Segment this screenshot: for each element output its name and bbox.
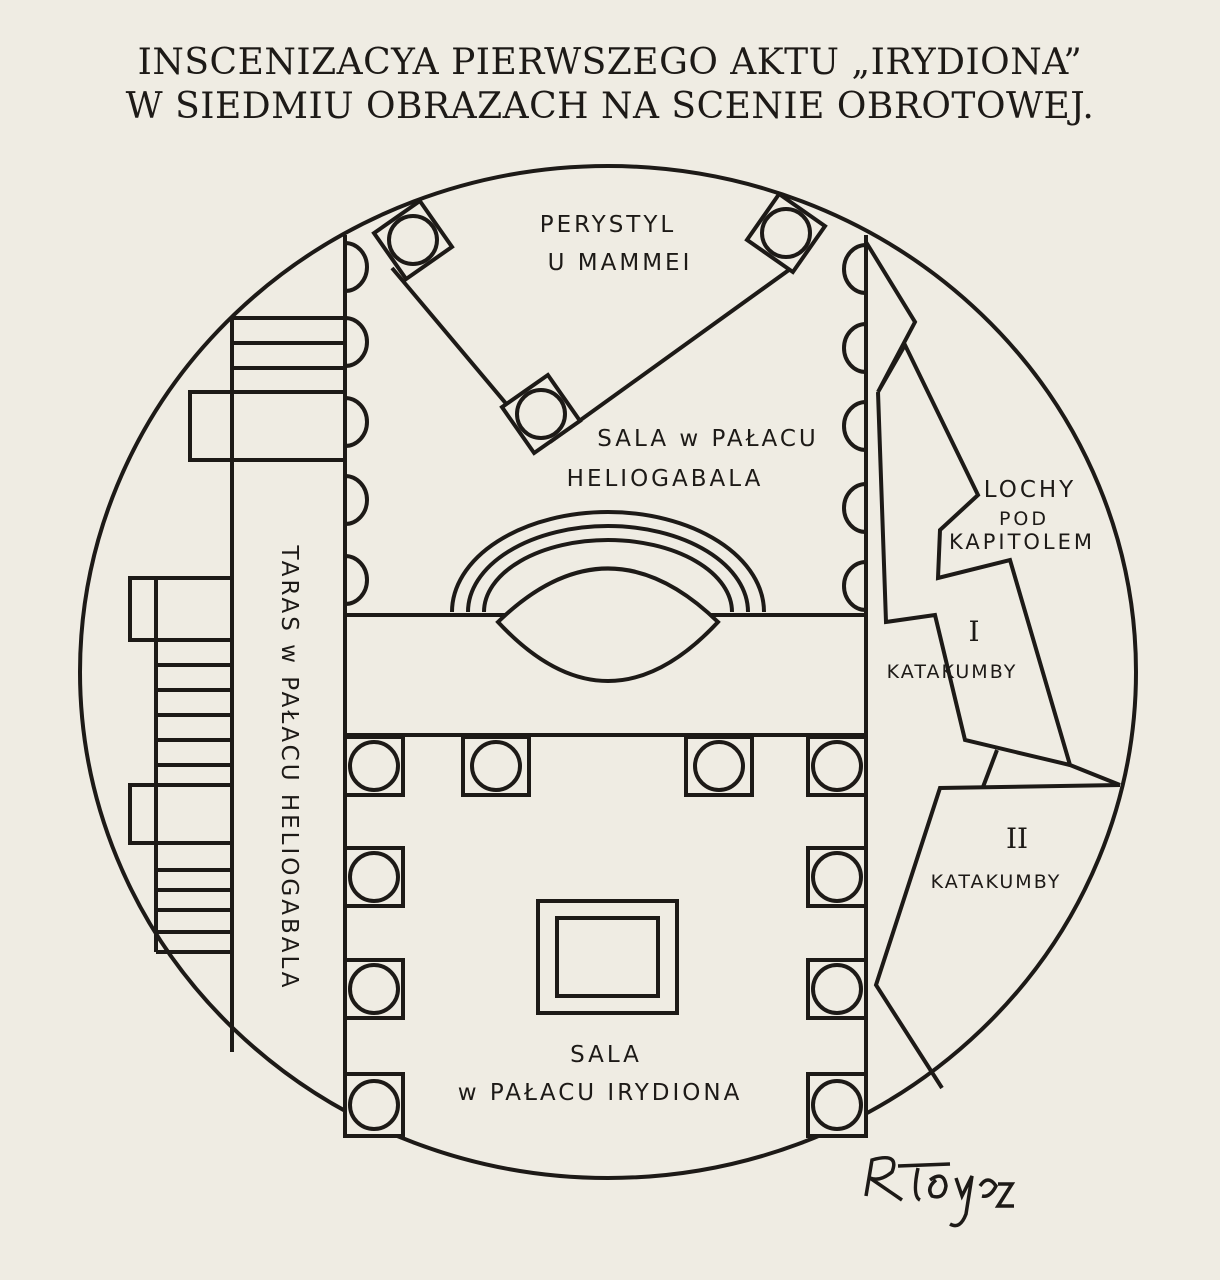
column-square (343, 958, 405, 1020)
lochy-outline (864, 240, 1121, 787)
label-katakumby-1: KATAKUMBY (887, 661, 1018, 683)
label-sala-irydiona-1: SALA (570, 1042, 642, 1068)
column-square (806, 958, 868, 1020)
label-sala-heliogabala-2: HELIOGABALA (567, 466, 764, 492)
revolving-stage-circle (78, 164, 1138, 1180)
terrace-stairs-upper (188, 316, 347, 1052)
arch-outer (450, 510, 766, 613)
label-taras: TARAS w PAŁACU HELIOGABALA (276, 544, 302, 990)
label-lochy-2: POD (999, 508, 1049, 530)
label-perystyl-2: U MAMMEI (548, 250, 693, 276)
katakumby-divider (981, 749, 999, 788)
title-line-1: INSCENIZACYA PIERWSZEGO AKTU „IRYDIONA” (137, 42, 1083, 83)
label-roman-1: I (968, 615, 979, 648)
katakumby-1-outline (876, 391, 1071, 767)
column-square (806, 735, 868, 797)
arch-inner (482, 538, 734, 613)
label-roman-2: II (1006, 822, 1028, 855)
perystyl-wall-right (548, 260, 802, 444)
column-square (806, 1072, 868, 1138)
perystyl-column (744, 191, 828, 275)
terrace-stairs-lower (128, 576, 234, 954)
signature (864, 1156, 1016, 1228)
label-sala-heliogabala-1: SALA w PAŁACU (597, 426, 819, 452)
half-column-right (842, 482, 867, 534)
column-square (461, 735, 531, 797)
half-column-left (344, 316, 369, 368)
title-line-2: W SIEDMIU OBRAZACH NA SCENIE OBROTOWEJ. (125, 86, 1095, 127)
half-column-left (344, 396, 369, 448)
altar-inner (555, 916, 660, 998)
label-lochy-1: LOCHY (984, 477, 1077, 503)
perystyl-column (371, 198, 455, 282)
column-square (343, 846, 405, 908)
label-perystyl-1: PERYSTYL (540, 212, 676, 238)
half-column-right (842, 560, 867, 612)
half-column-right (842, 400, 867, 452)
half-column-left (344, 474, 369, 526)
katakumby-2-outline (873, 783, 1121, 1090)
label-sala-irydiona-2: w PAŁACU IRYDIONA (458, 1080, 743, 1106)
column-square (806, 846, 868, 908)
perystyl-column (499, 372, 583, 456)
column-square (684, 735, 754, 797)
column-square (343, 735, 405, 797)
half-column-right (842, 243, 867, 295)
label-katakumby-2: KATAKUMBY (931, 871, 1062, 893)
half-column-left (344, 241, 369, 293)
label-lochy-3: KAPITOLEM (949, 530, 1095, 554)
half-column-right (842, 322, 867, 374)
lens-shape (495, 566, 721, 683)
arch-middle (466, 524, 750, 613)
half-column-left (344, 554, 369, 606)
column-square (343, 1072, 405, 1138)
altar-outer (536, 899, 679, 1015)
